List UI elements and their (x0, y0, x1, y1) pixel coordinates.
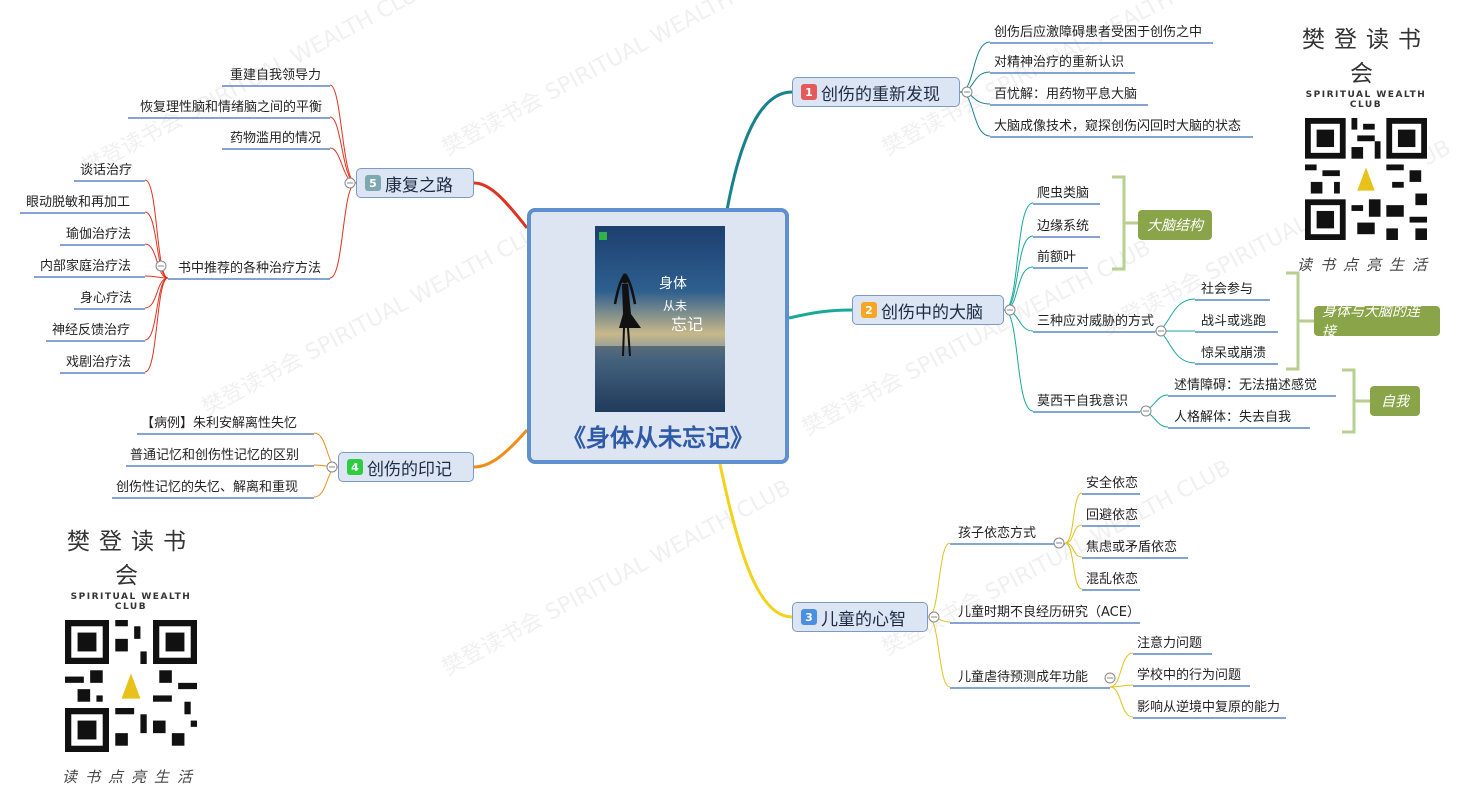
subtopic[interactable]: 瑜伽治疗法 (66, 227, 132, 242)
svg-text:忘记: 忘记 (671, 315, 703, 334)
dancer-silhouette-icon: 身体 从未 忘记 (595, 232, 725, 412)
summary-label[interactable]: 自我 (1370, 386, 1420, 416)
subtopic[interactable]: 回避依恋 (1086, 508, 1139, 523)
subtopic[interactable]: 内部家庭治疗法 (40, 259, 132, 274)
subtopic[interactable]: 创伤后应激障碍患者受困于创伤之中 (994, 25, 1203, 40)
subtopic[interactable]: 社会参与 (1201, 282, 1254, 297)
subtopic[interactable]: 创伤性记忆的失忆、解离和重现 (116, 480, 299, 495)
topic-label: 儿童的心智 (821, 609, 906, 630)
brand-english: SPIRITUAL WEALTH CLUB (70, 592, 192, 612)
topic-label: 创伤的重新发现 (821, 84, 940, 105)
topic-brain-in-trauma[interactable]: 2 创伤中的大脑 (852, 295, 1004, 325)
book-cover-image: 身体 从未 忘记 (595, 226, 725, 412)
subtopic[interactable]: 焦虑或矛盾依恋 (1086, 540, 1178, 555)
subtopic[interactable]: 人格解体：失去自我 (1174, 410, 1292, 425)
topic-trauma-rediscovery[interactable]: 1 创伤的重新发现 (792, 77, 960, 107)
subtopic[interactable]: 对精神治疗的重新认识 (994, 55, 1125, 70)
subtopic[interactable]: 重建自我领导力 (230, 68, 322, 83)
subtopic[interactable]: 边缘系统 (1037, 219, 1090, 234)
subtopic[interactable]: 述情障碍：无法描述感觉 (1174, 378, 1318, 393)
subtopic[interactable]: 爬虫类脑 (1037, 186, 1090, 201)
connector-lines (20, 41, 1370, 719)
summary-label[interactable]: 身体与大脑的连接 (1314, 304, 1440, 340)
subtopic[interactable]: 谈话治疗 (80, 163, 133, 178)
brand-block-bottom: 樊登读书会 SPIRITUAL WEALTH CLUB 读书点亮生活 (56, 522, 206, 787)
brand-name: 樊登读书会 (67, 529, 195, 589)
topic-label: 康复之路 (385, 175, 453, 196)
subtopic[interactable]: 百忧解：用药物平息大脑 (994, 87, 1138, 102)
subtopic[interactable]: 恢复理性脑和情绪脑之间的平衡 (140, 100, 323, 115)
topic-trauma-imprint[interactable]: 4 创伤的印记 (338, 452, 474, 482)
subtopic[interactable]: 安全依恋 (1086, 476, 1139, 491)
number-badge: 3 (801, 609, 817, 625)
topic-label: 创伤的印记 (367, 459, 452, 480)
number-badge: 5 (365, 175, 381, 191)
subtopic[interactable]: 儿童时期不良经历研究（ACE） (958, 605, 1140, 620)
qr-code-icon (65, 620, 197, 752)
subtopic[interactable]: 孩子依恋方式 (958, 526, 1037, 541)
subtopic[interactable]: 学校中的行为问题 (1137, 668, 1242, 683)
subtopic[interactable]: 药物滥用的情况 (230, 131, 322, 146)
topic-label: 创伤中的大脑 (881, 302, 983, 323)
subtopic[interactable]: 眼动脱敏和再加工 (26, 195, 131, 210)
summary-label[interactable]: 大脑结构 (1138, 210, 1212, 240)
subtopic[interactable]: 大脑成像技术，窥探创伤闪回时大脑的状态 (994, 119, 1242, 134)
topic-road-to-recovery[interactable]: 5 康复之路 (356, 168, 474, 198)
subtopic[interactable]: 身心疗法 (80, 291, 133, 306)
subtopic[interactable]: 三种应对威胁的方式 (1037, 314, 1155, 329)
number-badge: 4 (347, 459, 363, 475)
subtopic[interactable]: 神经反馈治疗 (52, 323, 131, 338)
subtopic[interactable]: 书中推荐的各种治疗方法 (178, 261, 322, 276)
brand-tagline: 读书点亮生活 (1296, 256, 1435, 274)
subtopic[interactable]: 影响从逆境中复原的能力 (1137, 700, 1281, 715)
subtopic[interactable]: 莫西干自我意识 (1037, 394, 1129, 409)
subtopic[interactable]: 混乱依恋 (1086, 572, 1139, 587)
book-title: 《身体从未忘记》 (562, 424, 754, 452)
svg-text:身体: 身体 (659, 276, 687, 292)
subtopic[interactable]: 普通记忆和创伤性记忆的区别 (130, 448, 300, 463)
svg-text:从未: 从未 (663, 299, 687, 313)
brand-block-top: 樊登读书会 SPIRITUAL WEALTH CLUB 读书点亮生活 (1296, 20, 1436, 275)
subtopic[interactable]: 儿童虐待预测成年功能 (958, 670, 1089, 685)
brand-english: SPIRITUAL WEALTH CLUB (1305, 90, 1427, 110)
subtopic[interactable]: 戏剧治疗法 (66, 355, 132, 370)
subtopic[interactable]: 惊呆或崩溃 (1201, 346, 1267, 361)
qr-code-icon (1305, 118, 1427, 240)
subtopic[interactable]: 战斗或逃跑 (1201, 314, 1267, 329)
subtopic[interactable]: 注意力问题 (1137, 636, 1203, 651)
number-badge: 2 (861, 302, 877, 318)
brand-name: 樊登读书会 (1302, 27, 1430, 87)
brand-tagline: 读书点亮生活 (61, 768, 200, 786)
subtopic[interactable]: 前额叶 (1037, 250, 1077, 265)
subtopic[interactable]: 【病例】朱利安解离性失忆 (141, 416, 298, 431)
number-badge: 1 (801, 84, 817, 100)
central-topic[interactable]: 身体 从未 忘记 《身体从未忘记》 (527, 208, 789, 464)
topic-child-mind[interactable]: 3 儿童的心智 (792, 602, 928, 632)
